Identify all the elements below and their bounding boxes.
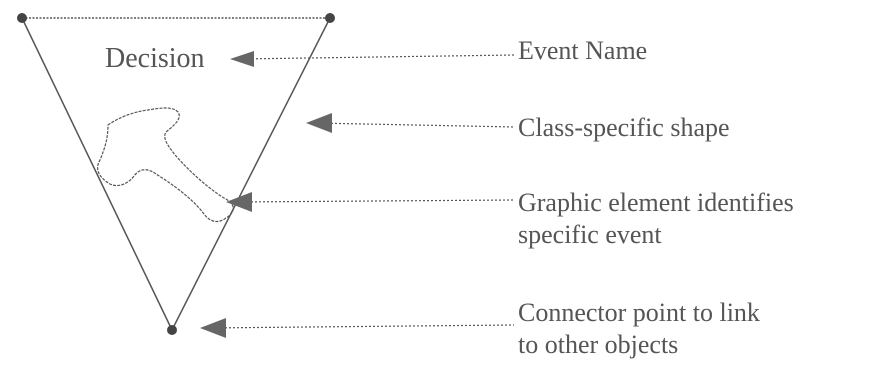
callout-label-line: to other objects (518, 330, 678, 359)
event-name-label: Decision (105, 43, 205, 74)
vertex-dot-top-right (325, 13, 335, 23)
callout-line-graphic-element (234, 199, 515, 203)
callout-line-class-shape (314, 122, 515, 128)
callout-line-connector-point (204, 324, 515, 329)
callout-label-class-shape: Class-specific shape (518, 113, 730, 142)
triangle-left-edge (21, 17, 173, 331)
arrowhead-connector-point (200, 318, 226, 338)
callout-label-connector-point: Connector point to link to other objects (518, 298, 766, 359)
connector-point-dot (167, 325, 177, 335)
callout-label-line: Graphic element identifies (518, 188, 794, 217)
vertex-dot-top-left (17, 13, 27, 23)
event-triangle (21, 17, 331, 331)
callout-label-line: Connector point to link (518, 298, 760, 327)
callout-label-line: Class-specific shape (518, 113, 730, 142)
callout-label-line: specific event (518, 220, 662, 249)
callout-label-graphic-element: Graphic element identifies specific even… (518, 188, 800, 249)
hammer-graphic-icon (97, 107, 234, 223)
arrowhead-event-name (230, 51, 254, 67)
arrowhead-class-shape (306, 113, 332, 133)
arrowhead-graphic-element (226, 192, 252, 212)
callout-label-line: Event Name (518, 36, 647, 65)
triangle-right-edge (171, 17, 331, 331)
callout-label-event-name: Event Name (518, 36, 647, 65)
callout-line-event-name (239, 54, 515, 60)
